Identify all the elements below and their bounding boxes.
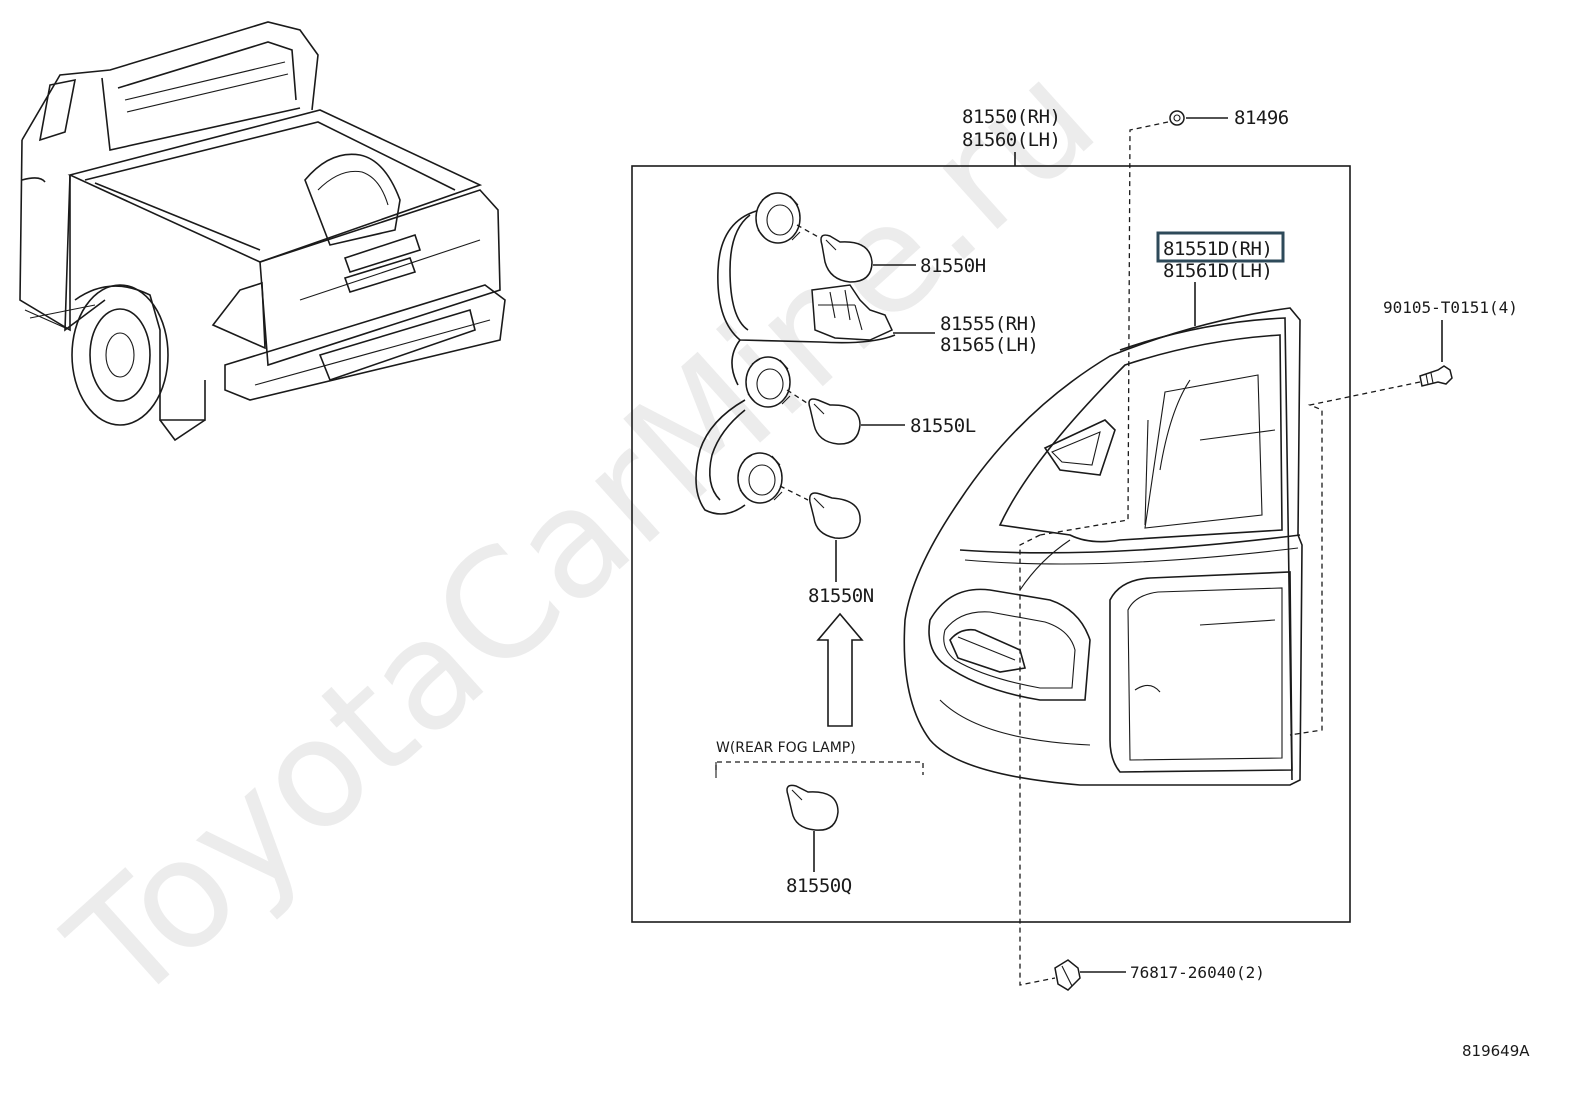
connector-icon — [811, 284, 893, 341]
socket-rh-label: 81555(RH) — [940, 313, 1038, 335]
grommet-label: 81496 — [1234, 107, 1289, 129]
diagram-code: 819649A — [1462, 1042, 1530, 1060]
tail-lamp-lens — [903, 307, 1303, 786]
watermark-text: ToyotaCarMine.ru — [37, 31, 1128, 1038]
socket-lower-icon — [737, 452, 783, 504]
bulb-q-icon — [786, 784, 839, 831]
bulb-l-label: 81550L — [910, 415, 976, 437]
assembly-lh-label: 81560(LH) — [962, 129, 1060, 151]
bulb-q-label: 81550Q — [786, 875, 852, 897]
highlight-box — [1156, 231, 1285, 263]
truck-illustration — [19, 21, 506, 442]
screw-icon — [1419, 365, 1453, 387]
assembly-rh-label: 81550(RH) — [962, 106, 1060, 128]
bulb-l-icon — [808, 398, 861, 445]
lens-lh-label: 81561D(LH) — [1163, 260, 1272, 282]
assembly-frame — [631, 165, 1351, 923]
wire-harness — [695, 209, 896, 515]
arrow-up-icon — [816, 612, 864, 727]
bulb-h-icon — [820, 234, 873, 283]
lens-rh-label[interactable]: 81551D(RH) — [1163, 238, 1273, 260]
grommet-icon — [1169, 110, 1185, 126]
bulb-n-label: 81550N — [808, 585, 874, 607]
socket-middle-icon — [745, 356, 791, 408]
clip-icon — [1054, 959, 1081, 991]
screw-label: 90105-T0151(4) — [1383, 298, 1518, 317]
bulb-n-icon — [808, 492, 861, 539]
clip-label: 76817-26040(2) — [1130, 963, 1265, 982]
bulb-h-label: 81550H — [920, 255, 986, 277]
socket-upper-icon — [755, 192, 801, 244]
socket-lh-label: 81565(LH) — [940, 334, 1038, 356]
fog-lamp-note: W(REAR FOG LAMP) — [716, 740, 856, 756]
